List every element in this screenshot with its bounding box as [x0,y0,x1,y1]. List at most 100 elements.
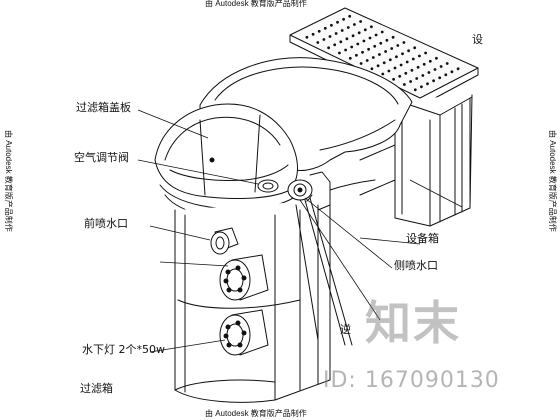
perforation-dot [395,55,398,59]
perforation-dot [456,67,460,71]
perforation-dot [339,40,343,44]
perforation-dot [401,52,404,56]
perforation-dot [438,76,442,80]
perforation-dot [420,85,423,89]
perforation-dot [323,26,327,30]
label-side-nozzle: 侧喷水口 [394,259,438,272]
perforation-dot [381,72,385,76]
label-front-nozzle: 前喷水口 [84,217,128,230]
perforation-dot [418,54,421,58]
watermark-left: 由 Autodesk 教育版产品制作 [4,130,13,232]
perforation-dot [390,47,394,50]
perforation-dot [404,71,408,75]
perforation-dot [345,37,349,41]
perforation-dot [422,62,426,66]
perforation-dot [392,77,395,81]
perforation-dot [353,23,356,26]
perforation-dot [374,33,378,37]
label-reverse: 逆 [340,323,351,336]
perforation-dot [346,26,350,29]
perforation-dot [384,50,387,53]
perforation-dot [445,62,449,65]
perforation-dot [376,64,380,68]
perforation-dot [387,69,391,73]
perforation-dot [305,35,309,39]
perforation-dot [385,38,389,42]
perforation-dot [322,38,326,41]
perforation-dot [350,45,354,49]
perforation-dot [402,41,406,44]
perforation-dot [410,68,414,72]
perforation-dot [396,44,400,47]
perforation-dot [373,44,377,48]
label-top-right-partial: 设 [472,33,483,46]
perforation-dot [382,61,386,65]
perforation-dot [370,67,374,71]
perforation-dot [317,29,321,33]
perforation-dot [411,57,415,61]
perforation-dot [370,25,373,29]
watermark-bottom: 由 Autodesk 教育版产品制作 [205,409,307,418]
underwater-light-1 [219,254,269,301]
watermark-top: 由 Autodesk 教育版产品制作 [205,0,307,8]
perforation-dot [334,32,338,35]
perforation-dot [407,49,410,53]
perforation-dots [305,14,460,92]
perforation-dot [365,59,369,62]
perforation-dot [405,60,409,64]
leader-lines [137,109,463,353]
perforation-dot [426,82,429,86]
perforation-dot [427,71,431,74]
perforation-dot [435,56,438,60]
perforation-dot [421,74,425,77]
perforation-dot [444,73,448,77]
perforation-dot [361,50,364,54]
underwater-light-2 [219,309,269,356]
perforation-dot [388,58,392,62]
perforation-dot [399,63,403,67]
perforation-dot [336,20,339,24]
perforation-dot [450,70,454,74]
perforation-dot [338,51,341,55]
perforation-dot [348,56,352,60]
perforation-dot [363,28,367,32]
filter-box-body [174,199,331,403]
perforation-dot [433,68,437,71]
perforation-dot [415,77,419,80]
perforation-dot [439,65,443,68]
perforation-dot [357,31,361,35]
perforation-dot [378,53,381,56]
perforation-dot [333,43,337,47]
filter-cover [154,103,298,199]
perforation-dot [416,65,420,69]
perforation-dot [413,46,417,50]
perforation-dot [413,88,417,92]
label-filter-box: 过滤箱 [80,382,113,395]
label-filter-cover: 过滤箱盖板 [76,101,131,114]
perforation-dot [432,79,435,83]
perforation-dot [311,32,315,36]
site-logo: 知末 [365,296,461,350]
perforation-dot [393,66,397,70]
perforation-dot [368,36,372,40]
site-id: ID: 167090130 [323,368,500,393]
perforation-dot [409,80,412,83]
perforation-dot [424,51,427,55]
perforation-dot [328,35,332,38]
perforation-dot [327,46,330,50]
perforation-dot [367,47,370,51]
perforation-dot [359,20,362,23]
air-valve [257,179,279,193]
label-underwater-light: 水下灯 2个*50w [82,343,165,356]
perforation-dot [342,17,345,21]
perforation-dot [340,29,344,32]
perforation-dot [344,48,347,52]
perforation-dot [316,41,320,44]
watermark-right: 由 Autodesk 教育版产品制作 [548,130,557,232]
perforation-dot [398,74,402,78]
perforation-dot [403,83,406,86]
perforation-dot [351,34,355,38]
perforation-dot [391,35,395,39]
